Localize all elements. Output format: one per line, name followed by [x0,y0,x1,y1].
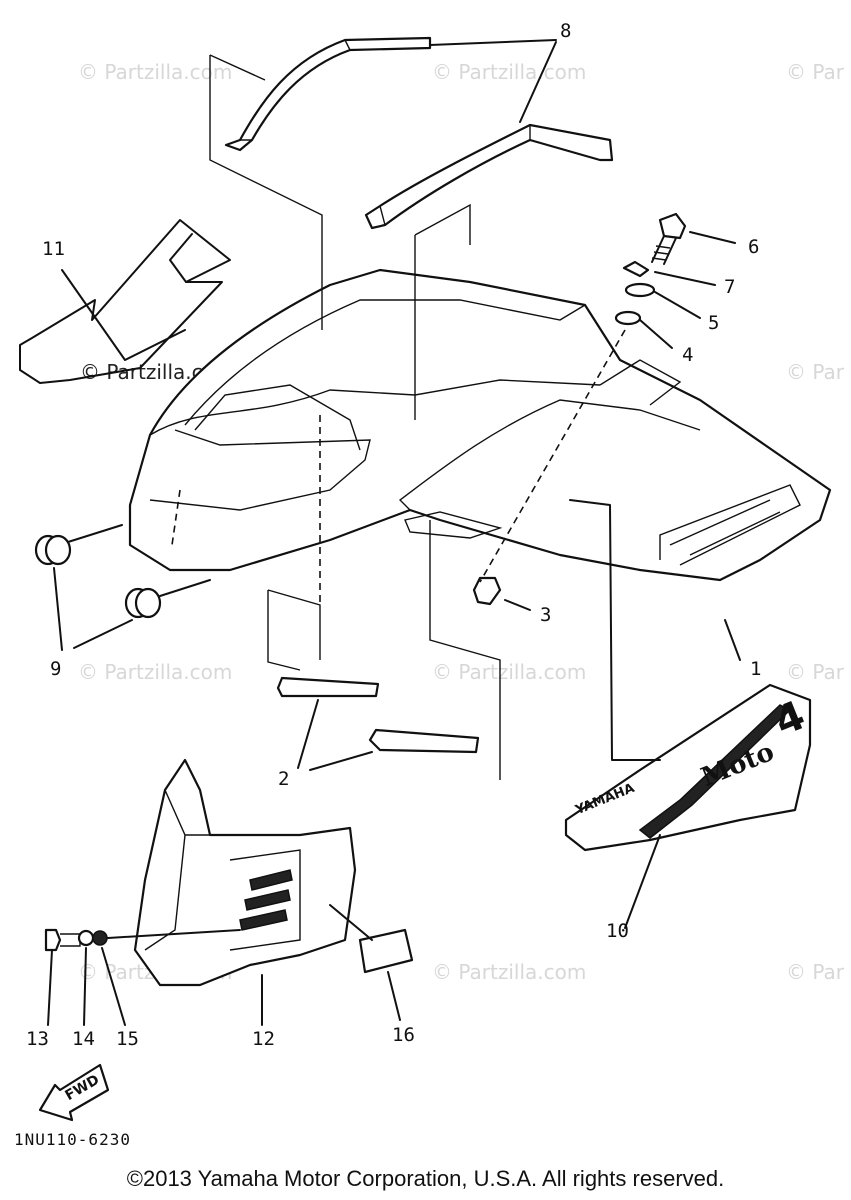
callout-1: 1 [750,658,762,680]
part-10-decal [564,683,812,929]
callout-12: 12 [252,1028,275,1050]
callout-8: 8 [560,20,572,42]
callout-13: 13 [26,1028,49,1050]
part-9-grommets [34,524,211,651]
callout-11: 11 [42,238,65,260]
part-11-bracket [19,219,231,384]
part-12-front-cover [133,758,357,1026]
part-2-strips [276,676,480,771]
callout-5: 5 [708,312,720,334]
callout-4: 4 [682,344,694,366]
callout-10: 10 [606,920,629,942]
callout-16: 16 [392,1024,415,1046]
part-8-upper-rail [224,36,614,230]
watermark: © Par [786,360,844,384]
watermark: © Partzilla.com [78,60,233,84]
diagram-code: 1NU110-6230 [14,1130,131,1149]
watermark: © Partzilla.com [432,660,587,684]
callout-9: 9 [50,658,62,680]
part-1-fender [128,268,832,582]
callout-3: 3 [540,604,552,626]
fastener-stack [479,212,736,583]
watermark: © Par [786,660,844,684]
watermark: © Partzilla.com [432,60,587,84]
watermark: © Partzilla.com [432,960,587,984]
callout-14: 14 [72,1028,95,1050]
callout-7: 7 [724,276,736,298]
fwd-arrow-icon [38,1063,110,1122]
watermark: © Par [786,60,844,84]
leader-lines [61,39,741,780]
small-hardware [44,904,414,1026]
callout-2: 2 [278,768,290,790]
copyright-text: ©2013 Yamaha Motor Corporation, U.S.A. A… [126,1166,725,1191]
watermark: © Partzilla.com [78,660,233,684]
watermark: © Par [786,960,844,984]
callout-15: 15 [116,1028,139,1050]
part-3-nut [472,576,531,611]
callout-6: 6 [748,236,760,258]
